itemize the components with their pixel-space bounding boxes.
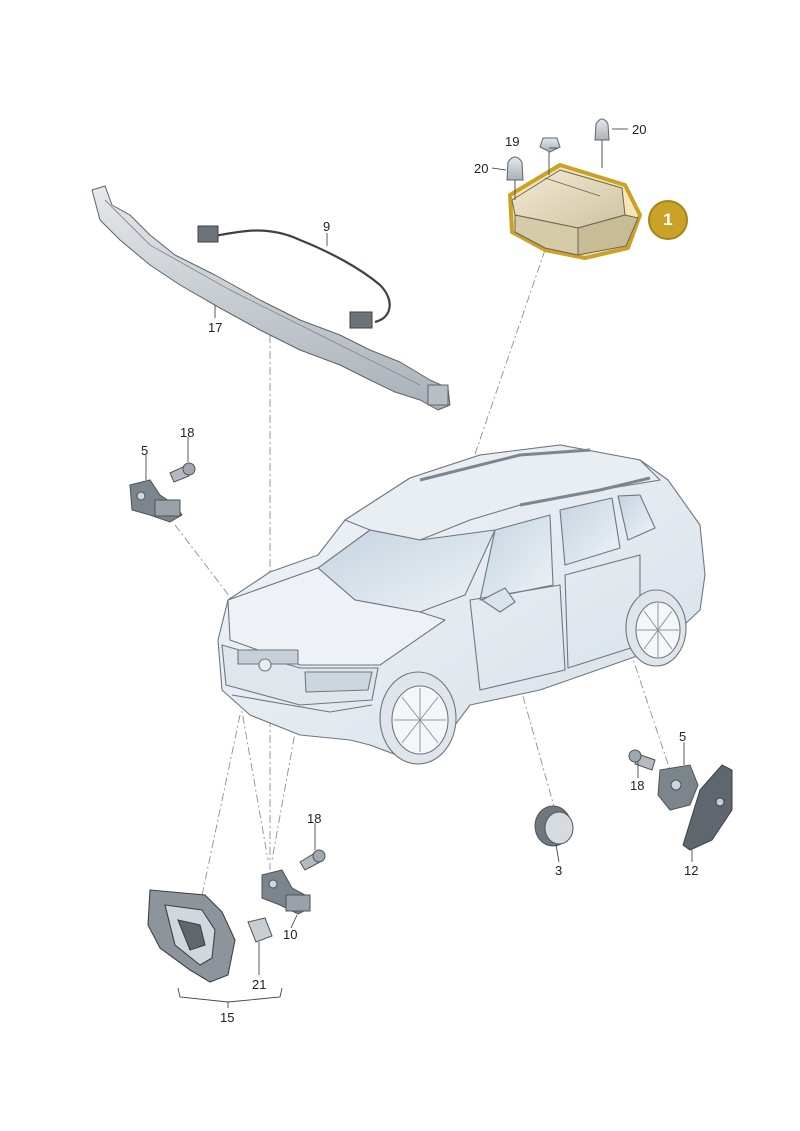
- part-label-18-right: 18: [630, 778, 645, 793]
- callout-lines: [145, 128, 693, 1008]
- bracket-15: [147, 889, 236, 983]
- part-label-17: 17: [208, 320, 223, 335]
- wiring-harness-9: [197, 225, 391, 329]
- part-label-3: 3: [555, 863, 563, 878]
- part-label-10: 10: [283, 927, 298, 942]
- bolt-18-upper: [169, 462, 196, 483]
- airbag-control-unit-1[interactable]: [508, 163, 642, 260]
- part-label-20-top: 20: [632, 122, 647, 137]
- part-label-15: 15: [220, 1010, 235, 1025]
- part-label-18-upper: 18: [180, 425, 195, 440]
- cross-member-17: [91, 185, 451, 411]
- vehicle-illustration: [217, 444, 706, 765]
- bracket-12: [682, 764, 733, 851]
- part-label-5-left: 5: [141, 443, 149, 458]
- pressure-sensor-3: [534, 805, 574, 847]
- part-label-21: 21: [252, 977, 267, 992]
- part-label-9: 9: [323, 219, 331, 234]
- crash-sensor-10: [261, 869, 311, 915]
- bolt-18-lower: [299, 849, 326, 871]
- bolt-18-right: [628, 749, 656, 771]
- part-label-18-lower: 18: [307, 811, 322, 826]
- part-label-20-left: 20: [474, 161, 489, 176]
- highlight-badge-1[interactable]: 1: [648, 200, 688, 240]
- part-label-12: 12: [684, 863, 699, 878]
- part-label-19: 19: [505, 134, 520, 149]
- crash-sensor-5-left: [129, 479, 183, 523]
- part-label-5-right: 5: [679, 729, 687, 744]
- crash-sensor-5-right: [657, 764, 699, 811]
- nut-hardware: [506, 118, 610, 200]
- clip-nut-21: [247, 917, 273, 943]
